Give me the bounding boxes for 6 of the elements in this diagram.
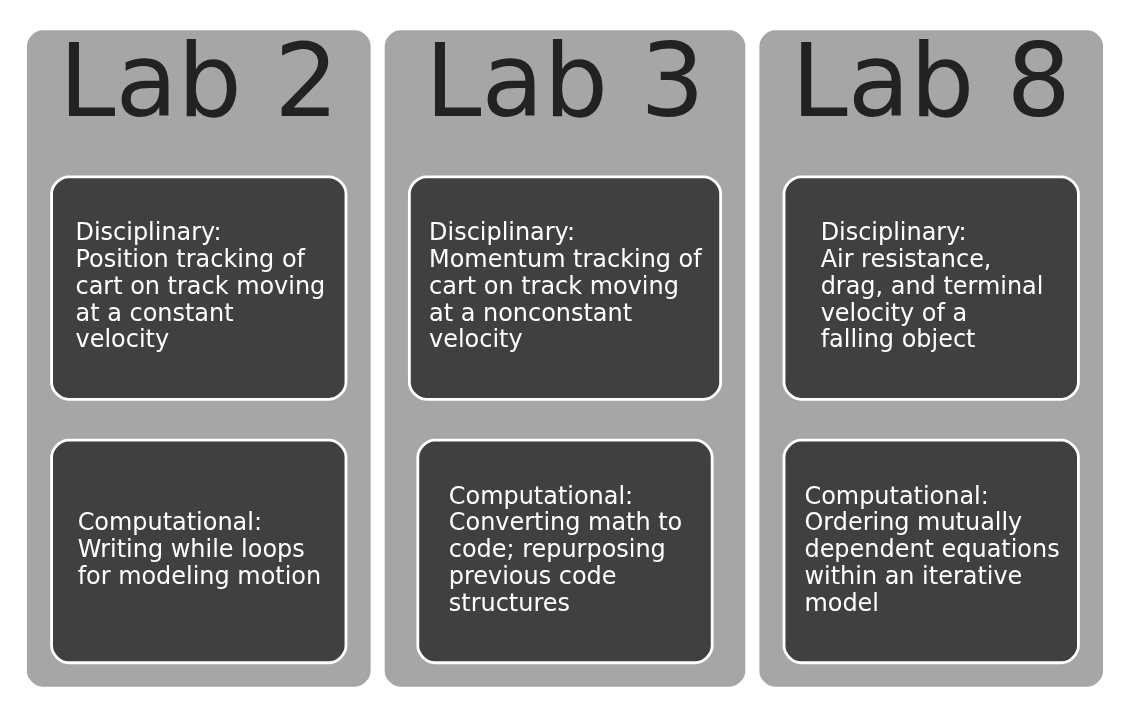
node-box: Disciplinary: Air resistance, drag, and terminal velocity of a falling object	[782, 175, 1080, 401]
node-box: Computational: Writing while loops for modeling motion	[50, 438, 348, 665]
node-box: Disciplinary: Momentum tracking of cart on track moving at a nonconstant velocity	[407, 175, 723, 401]
node-box: Computational: Ordering mutually dependent equations within an iterative model	[782, 438, 1080, 665]
node-box: Computational: Converting math to code; repurposing previous code structures	[416, 438, 714, 665]
node-box: Disciplinary: Position tracking of cart on track moving at a constant velocity	[50, 175, 348, 401]
